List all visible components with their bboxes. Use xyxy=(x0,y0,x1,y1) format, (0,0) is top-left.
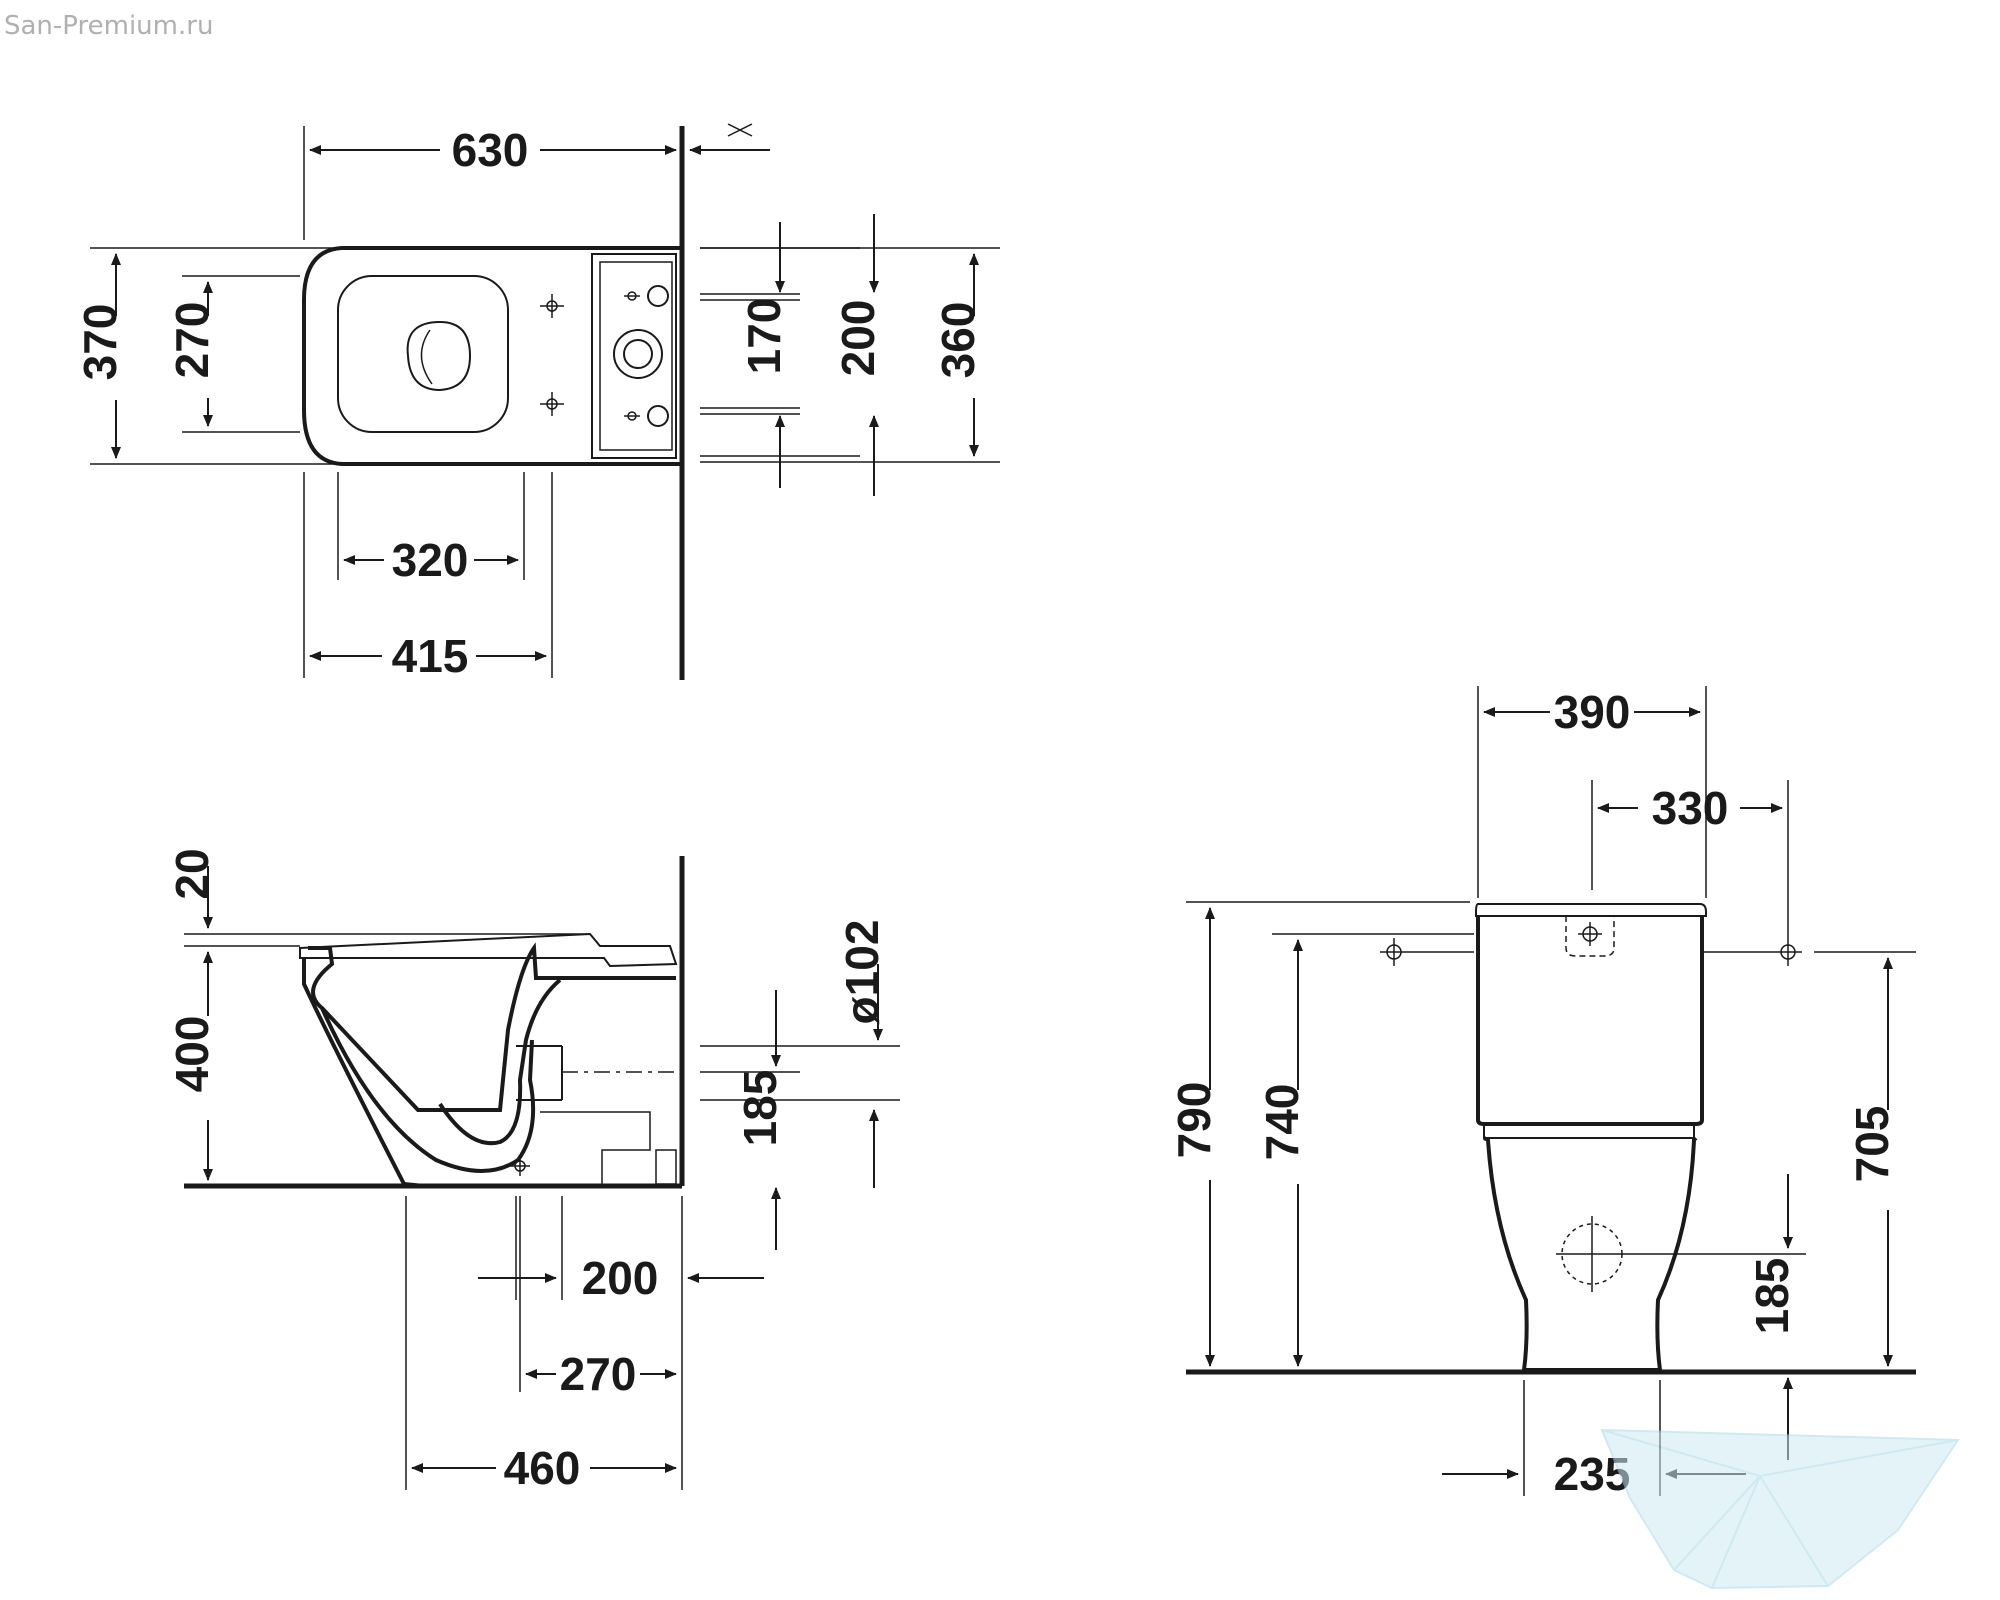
plan-fixing-cross-icon xyxy=(540,291,640,421)
plan-hole-top-icon xyxy=(647,285,669,307)
dim-320: 320 xyxy=(392,534,469,586)
dim-185-side: 185 xyxy=(734,1070,786,1147)
dim-400: 400 xyxy=(166,1016,218,1093)
dim-200: 200 xyxy=(832,300,884,377)
dim-370: 370 xyxy=(74,304,126,381)
dim-185-front: 185 xyxy=(1746,1258,1798,1335)
front-view: 390 330 790 740 705 185 235 xyxy=(1168,686,1916,1500)
dim-415: 415 xyxy=(392,630,469,682)
wall-symbol-icon xyxy=(727,123,753,137)
dim-360: 360 xyxy=(932,302,984,379)
dim-170: 170 xyxy=(738,298,790,375)
plan-flush-button-inner-icon xyxy=(623,339,653,369)
plan-flush-opening xyxy=(406,320,472,392)
dim-740: 740 xyxy=(1256,1084,1308,1161)
front-collar xyxy=(1483,1123,1695,1139)
side-outlet xyxy=(516,1045,563,1101)
dim-270: 270 xyxy=(166,302,218,379)
side-foot-block xyxy=(655,1149,677,1185)
plan-flush-curve xyxy=(420,329,433,385)
dim-460: 460 xyxy=(504,1442,581,1494)
front-fixing-cross-icon xyxy=(1380,938,1802,966)
front-tank-lid xyxy=(1475,903,1707,917)
dim-330: 330 xyxy=(1652,782,1729,834)
side-bowl-outline xyxy=(308,942,676,1112)
plan-view: 630 370 270 320 415 xyxy=(74,123,1000,682)
dim-20: 20 xyxy=(166,848,218,899)
plan-bowl-outline xyxy=(302,246,682,466)
front-button-cross-icon xyxy=(1578,922,1602,946)
dim-d102: ø102 xyxy=(836,920,888,1025)
front-tank xyxy=(1476,916,1704,1126)
dim-705: 705 xyxy=(1846,1106,1898,1183)
front-pedestal xyxy=(1483,1136,1698,1372)
watermark-text: San-Premium.ru xyxy=(4,11,213,41)
plan-flush-button-icon xyxy=(613,329,663,379)
side-view: 20 400 ø102 185 200 270 460 xyxy=(166,848,900,1494)
plan-cistern-inner xyxy=(599,261,673,451)
plan-seat-opening xyxy=(337,275,509,433)
side-bowl-outer xyxy=(302,958,425,1188)
bath-logo-icon xyxy=(1600,1428,1960,1590)
dim-390: 390 xyxy=(1554,686,1631,738)
plan-cistern xyxy=(591,253,677,459)
dim-790: 790 xyxy=(1168,1082,1220,1159)
plan-hole-bottom-icon xyxy=(647,405,669,427)
side-trap-inner xyxy=(438,978,562,1146)
dim-200-side: 200 xyxy=(582,1252,659,1304)
front-flush-button-icon xyxy=(1565,916,1615,957)
side-fixing-cross-icon xyxy=(510,1156,530,1176)
side-seat xyxy=(299,932,678,968)
dim-270-side: 270 xyxy=(560,1348,637,1400)
side-trap-outline xyxy=(320,1007,536,1173)
side-foot-detail xyxy=(540,1111,651,1184)
dim-630: 630 xyxy=(452,124,529,176)
